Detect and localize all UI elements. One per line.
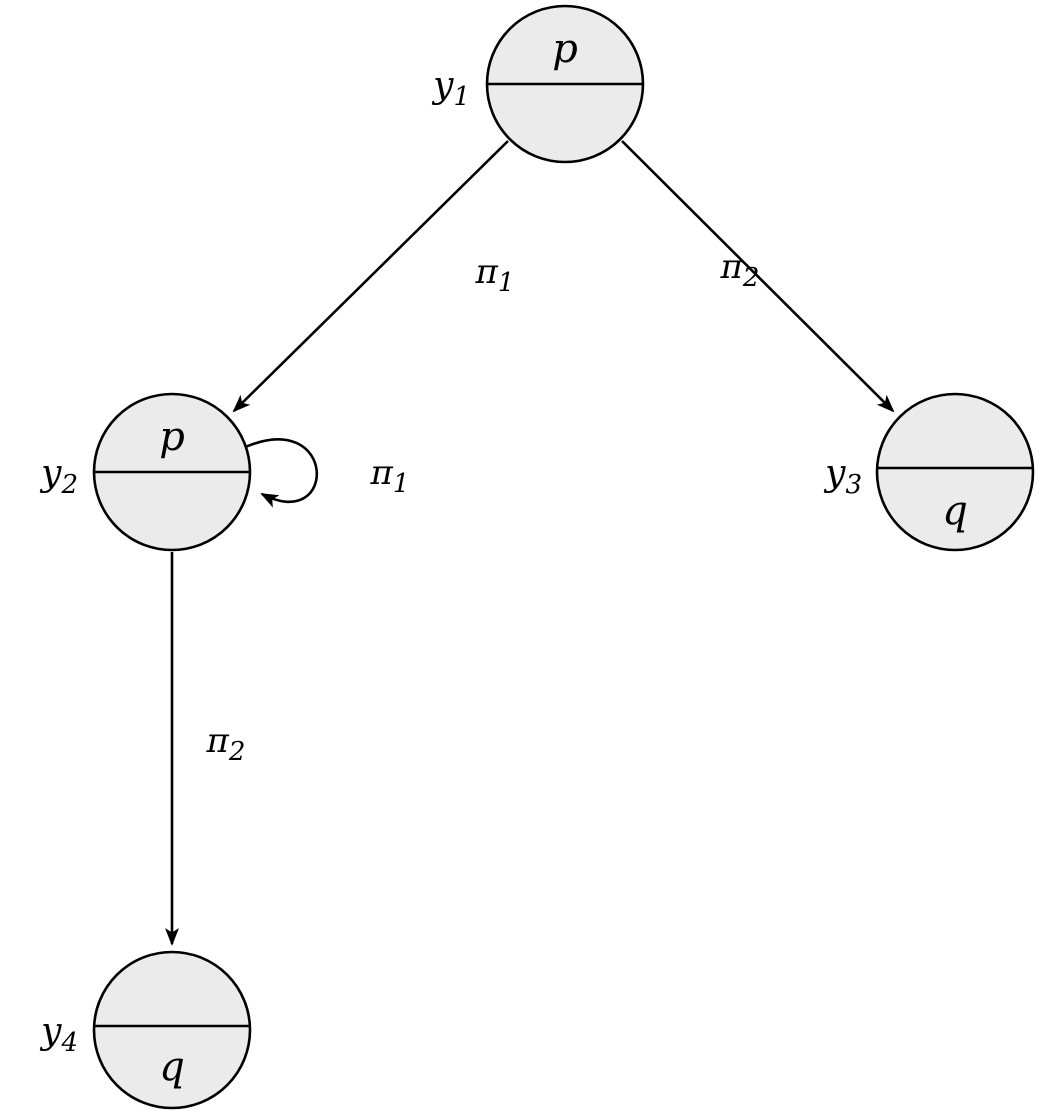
node-y4-proposition: q <box>159 1044 185 1090</box>
node-y3-circle <box>875 392 1035 552</box>
edge-y2-y4-label: π2 <box>206 721 246 767</box>
node-y4-circle <box>92 950 252 1110</box>
edge-y1-y2: π1 <box>232 140 515 413</box>
node-y3-proposition: q <box>942 488 968 534</box>
edge-y2-self-loop-arrow <box>242 438 318 508</box>
edge-y1-y3-arrow <box>621 140 895 413</box>
node-y4: q y4 <box>39 950 252 1110</box>
node-y1: p y1 <box>431 4 645 164</box>
node-y1-proposition: p <box>552 26 578 72</box>
edge-y1-y2-label: π1 <box>475 252 515 298</box>
node-y2-proposition: p <box>159 414 185 460</box>
node-y4-label: y4 <box>39 1011 78 1058</box>
edge-y1-y3: π2 <box>621 140 895 413</box>
edge-y2-self-loop: π1 <box>242 438 410 508</box>
node-y2-label: y2 <box>39 453 78 500</box>
node-y3-label: y3 <box>823 453 862 500</box>
node-y2: p y2 <box>39 392 252 552</box>
node-y1-label: y1 <box>431 65 470 112</box>
edge-y2-self-loop-label: π1 <box>370 453 410 499</box>
edge-y2-y4: π2 <box>165 552 246 946</box>
node-y3: q y3 <box>823 392 1035 552</box>
edge-y1-y2-arrow <box>232 140 509 413</box>
edge-y1-y3-label: π2 <box>720 247 760 293</box>
